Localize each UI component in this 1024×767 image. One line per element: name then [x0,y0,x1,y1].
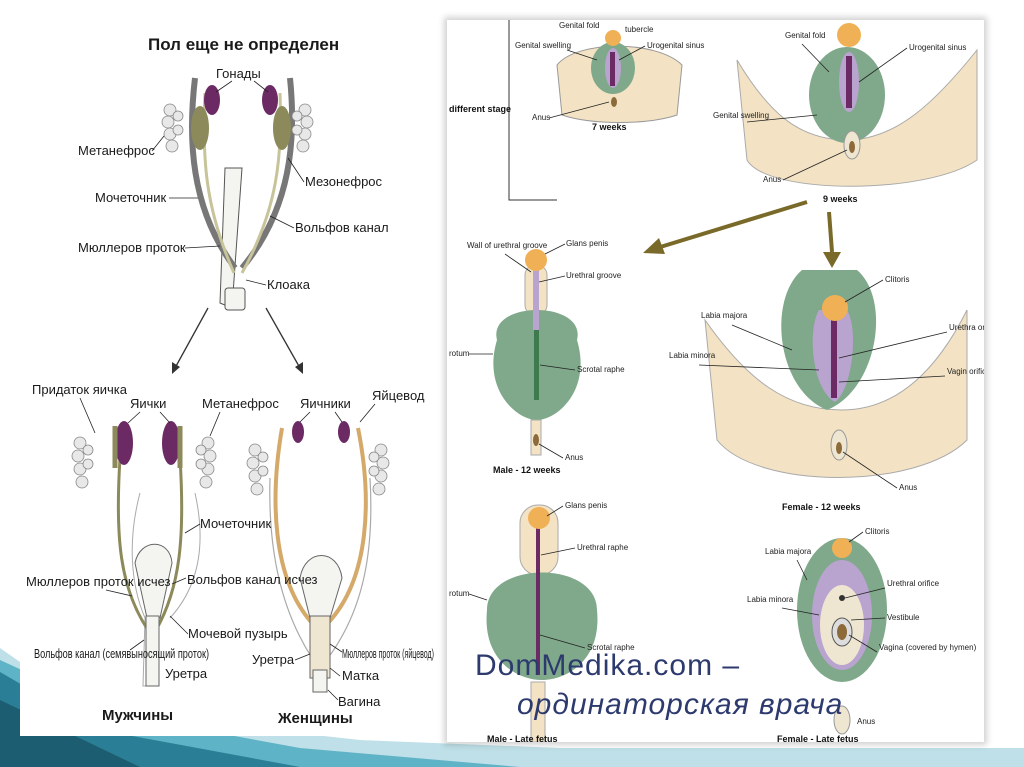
m12-glans-penis: Glans penis [566,239,608,248]
label-wolffian-duct: Вольфов канал [295,220,389,235]
w9-caption: 9 weeks [823,194,858,204]
label-gonads: Гонады [216,66,261,81]
label-testes: Яички [130,396,166,411]
indifferent-title: Пол еще не определен [148,35,339,54]
mlate-scrotum: rotum [449,589,470,598]
label-bladder: Мочевой пузырь [188,626,288,641]
w9-genital-fold: Genital fold [785,31,825,40]
label-ovaries: Яичники [300,396,351,411]
label-ureter: Мочеточник [95,190,166,205]
w7-urogenital-sinus: Urogenital sinus [647,41,704,50]
figure-female-12-weeks [704,270,968,478]
label-metanephros: Метанефрос [78,143,155,158]
label-metanephros-2: Метанефрос [202,396,279,411]
caption-male: Мужчины [102,707,173,724]
f12-urethral-orifice: Urethra orifice [949,323,984,332]
figure-7-weeks [556,30,683,123]
mlate-glans-penis: Glans penis [565,501,607,510]
flate-vagina: Vagina (covered by hymen) [879,643,977,652]
flate-clitoris: Clitoris [865,527,889,536]
watermark-line1: DomMedika.com – [475,649,740,682]
m12-urethral-groove: Urethral groove [566,271,622,280]
watermark-line2: ординаторская врача [517,688,843,721]
figure-female-late-fetus [797,538,887,735]
m12-scrotal-raphe: Scrotal raphe [577,365,625,374]
label-wolffian-vas: Вольфов канал (семявыносящий проток) [34,646,209,661]
label-urethra-female: Уретра [252,652,295,667]
label-urethra-male: Уретра [165,666,208,681]
w7-anus: Anus [532,113,550,122]
w9-anus: Anus [763,175,781,184]
flate-labia-minora: Labia minora [747,595,794,604]
flate-anus: Anus [857,717,875,726]
f12-caption: Female - 12 weeks [782,502,861,512]
figure-male-late-fetus [486,504,598,742]
w7-caption: 7 weeks [592,122,627,132]
w9-genital-swelling: Genital swelling [713,111,769,120]
label-mullerian-disappears-male: Мюллеров проток исчез [26,574,171,589]
m12-wall-urethral-groove: Wall of urethral groove [467,241,548,250]
mlate-caption: Male - Late fetus [487,734,558,742]
m12-anus: Anus [565,453,583,462]
f12-clitoris: Clitoris [885,275,909,284]
mlate-scrotal-raphe: Scrotal raphe [587,643,635,652]
label-mullerian-duct: Мюллеров проток [78,240,186,255]
f12-vaginal-orifice: Vagin orific [947,367,984,376]
flate-vestibule: Vestibule [887,613,920,622]
label-stage: different stage [449,104,511,114]
flate-labia-majora: Labia majora [765,547,812,556]
figure-male-12-weeks [493,249,581,456]
arrow-to-female [265,307,301,369]
flate-urethral-orifice: Urethral orifice [887,579,940,588]
w7-genital-fold: Genital fold [559,21,599,30]
right-diagram-panel: different stage Genital fold tubercle Ge… [447,20,984,742]
label-epididymis: Придаток яичка [32,382,128,397]
m12-caption: Male - 12 weeks [493,465,561,475]
arrow-to-female-12 [827,211,834,253]
w7-tubercle: tubercle [625,25,654,34]
mlate-urethral-raphe: Urethral raphe [577,543,629,552]
f12-labia-minora: Labia minora [669,351,716,360]
w7-genital-swelling: Genital swelling [515,41,571,50]
label-cloaca: Клоака [267,277,311,292]
label-mullerian-oviduct: Мюллеров проток (яйцевод) [342,646,434,661]
male-urogenital-system [71,421,217,687]
arrow-to-male-12 [656,200,808,250]
indifferent-urogenital-system [161,77,314,311]
label-oviduct: Яйцевод [372,388,425,403]
m12-scrotum: rotum [449,349,470,358]
label-mesonephros: Мезонефрос [305,174,383,189]
arrow-to-male [174,307,209,369]
left-diagram: Пол еще не определен Гонады Метанефрос М… [26,35,434,727]
f12-anus: Anus [899,483,917,492]
label-vagina: Вагина [338,694,381,709]
right-diagram: different stage Genital fold tubercle Ge… [449,20,984,742]
label-wolffian-disappears: Вольфов канал исчез [187,572,318,587]
female-urogenital-system [246,421,390,693]
f12-labia-majora: Labia majora [701,311,748,320]
w9-urogenital-sinus: Urogenital sinus [909,43,966,52]
label-ureter-2: Мочеточник [200,516,271,531]
caption-female: Женщины [277,710,353,727]
left-diagram-panel: Пол еще не определен Гонады Метанефрос М… [20,18,438,736]
label-uterus: Матка [342,668,380,683]
flate-caption: Female - Late fetus [777,734,859,742]
